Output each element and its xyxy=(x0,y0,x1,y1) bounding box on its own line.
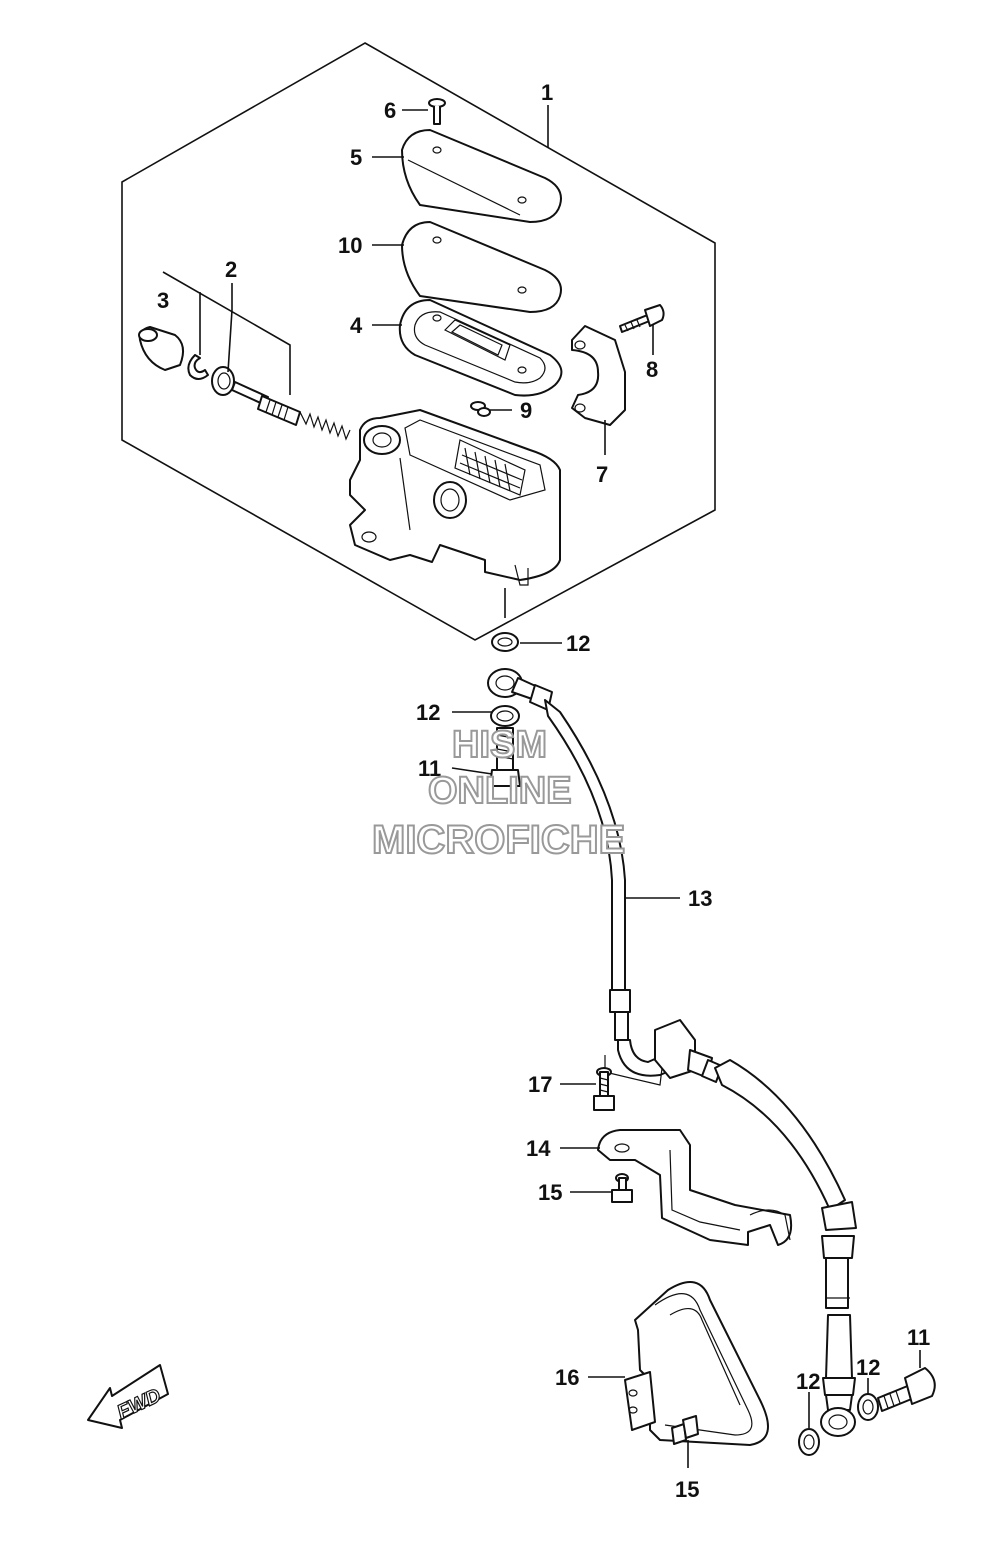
part-16-guide-bracket[interactable] xyxy=(624,1281,769,1446)
piston-spring[interactable] xyxy=(231,381,351,441)
callout-15-lower: 15 xyxy=(675,1477,699,1502)
callout-12-mid: 12 xyxy=(416,700,440,725)
callout-12-upper: 12 xyxy=(566,631,590,656)
callout-7: 7 xyxy=(596,462,608,487)
master-cylinder-body[interactable] xyxy=(349,409,561,586)
watermark-line-1: HISM xyxy=(452,724,547,766)
part-5-reservoir-cap[interactable] xyxy=(401,129,562,223)
part-12-washer-mid[interactable] xyxy=(490,705,520,727)
part-12-washer-lower-right[interactable] xyxy=(857,1393,879,1421)
callout-12-lower-left: 12 xyxy=(796,1369,820,1394)
callout-1: 1 xyxy=(541,80,553,105)
leader-3 xyxy=(162,271,291,395)
callout-17: 17 xyxy=(528,1072,552,1097)
part-15-bolt-lower[interactable] xyxy=(671,1415,699,1445)
part-2-seal-ring[interactable] xyxy=(211,366,235,396)
fwd-arrow-icon: FWD xyxy=(87,1364,169,1429)
circlip[interactable] xyxy=(187,354,209,380)
leader-11a xyxy=(451,767,493,775)
callout-12-lower-right: 12 xyxy=(856,1355,880,1380)
assembly-outline xyxy=(121,42,716,641)
callout-14: 14 xyxy=(526,1136,551,1161)
callout-6: 6 xyxy=(384,98,396,123)
watermark-line-3: MICROFICHE xyxy=(372,818,625,862)
banjo-fitting-upper[interactable] xyxy=(487,668,553,711)
callout-4: 4 xyxy=(350,313,363,338)
part-7-clamp[interactable] xyxy=(571,325,626,426)
callout-5: 5 xyxy=(350,145,362,170)
part-13-brake-hose[interactable] xyxy=(544,699,857,1437)
part-8-bolt[interactable] xyxy=(619,304,665,333)
part-11-banjo-bolt-lower[interactable] xyxy=(877,1367,936,1412)
part-15-bolt-upper[interactable] xyxy=(611,1173,633,1203)
part-10-diaphragm-plate[interactable] xyxy=(401,221,562,313)
part-3-boot[interactable] xyxy=(138,326,185,371)
callout-11-lower: 11 xyxy=(907,1325,930,1350)
part-9-screw[interactable] xyxy=(470,401,491,417)
callout-3: 3 xyxy=(157,288,169,313)
callout-13: 13 xyxy=(688,886,712,911)
part-14-bracket[interactable] xyxy=(597,1129,793,1246)
part-4-diaphragm[interactable] xyxy=(398,299,563,397)
callout-11-upper: 11 xyxy=(418,756,441,781)
watermark-line-2: ONLINE xyxy=(428,770,572,812)
part-6-screw[interactable] xyxy=(428,98,446,125)
callout-2: 2 xyxy=(225,257,237,282)
part-11-banjo-bolt-upper[interactable] xyxy=(489,727,521,787)
callout-15-upper: 15 xyxy=(538,1180,562,1205)
callout-8: 8 xyxy=(646,357,658,382)
part-12-washer-upper[interactable] xyxy=(491,632,519,652)
leader-2 xyxy=(227,283,233,373)
callout-16: 16 xyxy=(555,1365,579,1390)
part-17-bolt[interactable] xyxy=(593,1067,615,1111)
callout-9: 9 xyxy=(520,398,532,423)
callout-10: 10 xyxy=(338,233,362,258)
part-12-washer-lower-left[interactable] xyxy=(798,1428,820,1456)
